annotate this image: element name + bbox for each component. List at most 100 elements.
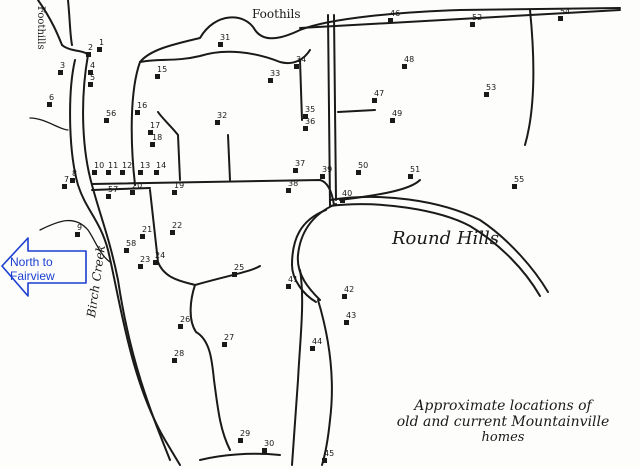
house-marker-12	[120, 170, 125, 175]
house-marker-34	[294, 64, 299, 69]
house-marker-10	[92, 170, 97, 175]
house-label-55: 55	[514, 175, 524, 184]
house-label-16: 16	[137, 101, 147, 110]
birch-creek-label: Birch Creek	[84, 244, 108, 319]
house-marker-52	[470, 22, 475, 27]
house-label-34: 34	[296, 55, 306, 64]
house-marker-6	[47, 102, 52, 107]
house-label-11: 11	[108, 161, 118, 170]
map-note: Approximate locations of old and current…	[378, 398, 628, 446]
house-marker-14	[154, 170, 159, 175]
house-label-3: 3	[60, 61, 65, 70]
house-marker-28	[172, 358, 177, 363]
house-label-31: 31	[220, 33, 230, 42]
house-label-38: 38	[288, 179, 298, 188]
house-marker-16	[135, 110, 140, 115]
house-marker-22	[170, 230, 175, 235]
house-label-14: 14	[156, 161, 166, 170]
house-label-1: 1	[99, 38, 104, 47]
house-label-28: 28	[174, 349, 184, 358]
house-marker-5	[88, 82, 93, 87]
house-marker-54	[558, 16, 563, 21]
house-label-8: 8	[72, 169, 77, 178]
house-marker-3	[58, 70, 63, 75]
house-label-44: 44	[312, 337, 322, 346]
house-label-41: 41	[288, 275, 298, 284]
house-marker-47	[372, 98, 377, 103]
house-label-22: 22	[172, 221, 182, 230]
house-marker-9	[75, 232, 80, 237]
house-marker-50	[356, 170, 361, 175]
house-marker-26	[178, 324, 183, 329]
house-marker-18	[150, 142, 155, 147]
house-marker-45	[322, 458, 327, 463]
house-label-13: 13	[140, 161, 150, 170]
house-marker-8	[70, 178, 75, 183]
house-marker-39	[320, 174, 325, 179]
birch-creek	[29, 117, 111, 263]
house-marker-31	[218, 42, 223, 47]
house-label-30: 30	[264, 439, 274, 448]
house-marker-21	[140, 234, 145, 239]
house-label-4: 4	[90, 61, 95, 70]
house-label-23: 23	[140, 255, 150, 264]
house-marker-57	[106, 194, 111, 199]
house-label-7: 7	[64, 175, 69, 184]
house-marker-17	[148, 130, 153, 135]
house-marker-19	[172, 190, 177, 195]
house-label-15: 15	[157, 65, 167, 74]
house-label-17: 17	[150, 121, 160, 130]
house-label-47: 47	[374, 89, 384, 98]
house-marker-33	[268, 78, 273, 83]
house-marker-56	[104, 118, 109, 123]
house-marker-53	[484, 92, 489, 97]
house-label-56: 56	[106, 109, 116, 118]
house-label-37: 37	[295, 159, 305, 168]
house-marker-48	[402, 64, 407, 69]
house-label-49: 49	[392, 109, 402, 118]
house-marker-25	[232, 272, 237, 277]
house-label-25: 25	[234, 263, 244, 272]
foothils-top-label: Foothils	[252, 7, 301, 21]
house-label-58: 58	[126, 239, 136, 248]
house-marker-55	[512, 184, 517, 189]
north-arrow	[1, 237, 87, 297]
foothills-left-label: Foothills	[35, 6, 46, 50]
house-marker-4	[88, 70, 93, 75]
house-marker-36	[303, 126, 308, 131]
house-marker-30	[262, 448, 267, 453]
house-label-36: 36	[305, 117, 315, 126]
house-label-46: 46	[390, 9, 400, 18]
house-marker-7	[62, 184, 67, 189]
arrow-text-line2: Fairview	[10, 269, 55, 283]
house-marker-46	[388, 18, 393, 23]
note-line-1: Approximate locations of	[414, 398, 592, 414]
house-label-42: 42	[344, 285, 354, 294]
house-label-2: 2	[88, 43, 93, 52]
house-label-43: 43	[346, 311, 356, 320]
house-marker-58	[124, 248, 129, 253]
house-marker-32	[215, 120, 220, 125]
house-label-29: 29	[240, 429, 250, 438]
house-label-5: 5	[90, 73, 95, 82]
roads	[37, 0, 621, 466]
house-marker-27	[222, 342, 227, 347]
house-marker-49	[390, 118, 395, 123]
house-label-6: 6	[49, 93, 54, 102]
house-label-26: 26	[180, 315, 190, 324]
house-label-21: 21	[142, 225, 152, 234]
house-label-9: 9	[77, 223, 82, 232]
house-label-35: 35	[305, 105, 315, 114]
house-marker-44	[310, 346, 315, 351]
house-label-40: 40	[342, 189, 352, 198]
house-label-57: 57	[108, 185, 118, 194]
house-marker-24	[153, 260, 158, 265]
house-label-12: 12	[122, 161, 132, 170]
house-label-53: 53	[486, 83, 496, 92]
house-label-19: 19	[174, 181, 184, 190]
house-label-10: 10	[94, 161, 104, 170]
house-label-32: 32	[217, 111, 227, 120]
house-marker-43	[344, 320, 349, 325]
